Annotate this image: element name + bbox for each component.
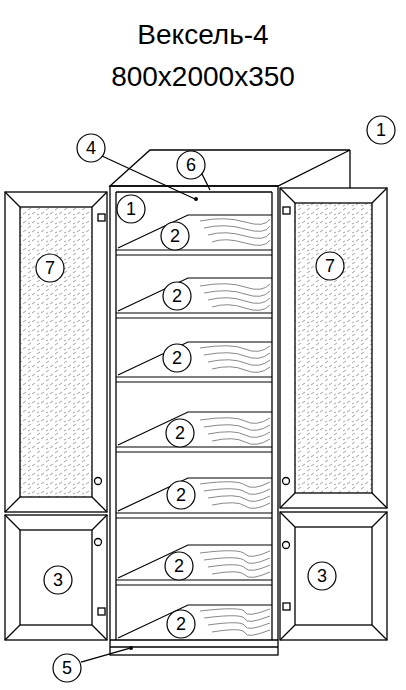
callout-text: 2 (172, 349, 182, 367)
callout-number: 4 (76, 133, 106, 163)
callout-text: 5 (62, 659, 72, 677)
title: Вексель-4 (0, 20, 406, 51)
callout-number: 2 (166, 480, 196, 510)
callout-text: 3 (317, 567, 327, 585)
dimension-label: 800x2000x350 (0, 62, 406, 93)
callout-number: 2 (165, 418, 195, 448)
callout-text: 3 (53, 571, 63, 589)
callout-text: 7 (325, 257, 335, 275)
left-door (5, 192, 107, 640)
callout-text: 6 (186, 156, 196, 174)
callout-text: 4 (86, 139, 96, 157)
callout-number: 2 (164, 551, 194, 581)
top-panel (110, 150, 350, 186)
leader-line (201, 172, 210, 190)
callout-text: 2 (175, 424, 185, 442)
leader-line (81, 648, 130, 662)
carcass (110, 186, 278, 655)
callout-number: 5 (52, 653, 82, 683)
callout-number: 3 (307, 561, 337, 591)
callout-text: 2 (172, 287, 182, 305)
callout-number: 7 (35, 253, 65, 283)
callout-number: 3 (43, 565, 73, 595)
callout-text: 2 (174, 557, 184, 575)
callout-number: 7 (315, 251, 345, 281)
callout-number: 1 (116, 194, 146, 224)
callout-text: 1 (126, 200, 136, 218)
callout-number: 2 (162, 343, 192, 373)
callout-text: 1 (376, 121, 386, 139)
callout-text: 2 (176, 615, 186, 633)
right-door (280, 188, 387, 640)
callout-text: 2 (176, 486, 186, 504)
callout-number: 1 (366, 115, 396, 145)
callout-number: 2 (162, 281, 192, 311)
callout-text: 2 (170, 227, 180, 245)
callout-number: 6 (176, 150, 206, 180)
callout-number: 2 (166, 609, 196, 639)
callout-text: 7 (45, 259, 55, 277)
callout-number: 2 (160, 221, 190, 251)
